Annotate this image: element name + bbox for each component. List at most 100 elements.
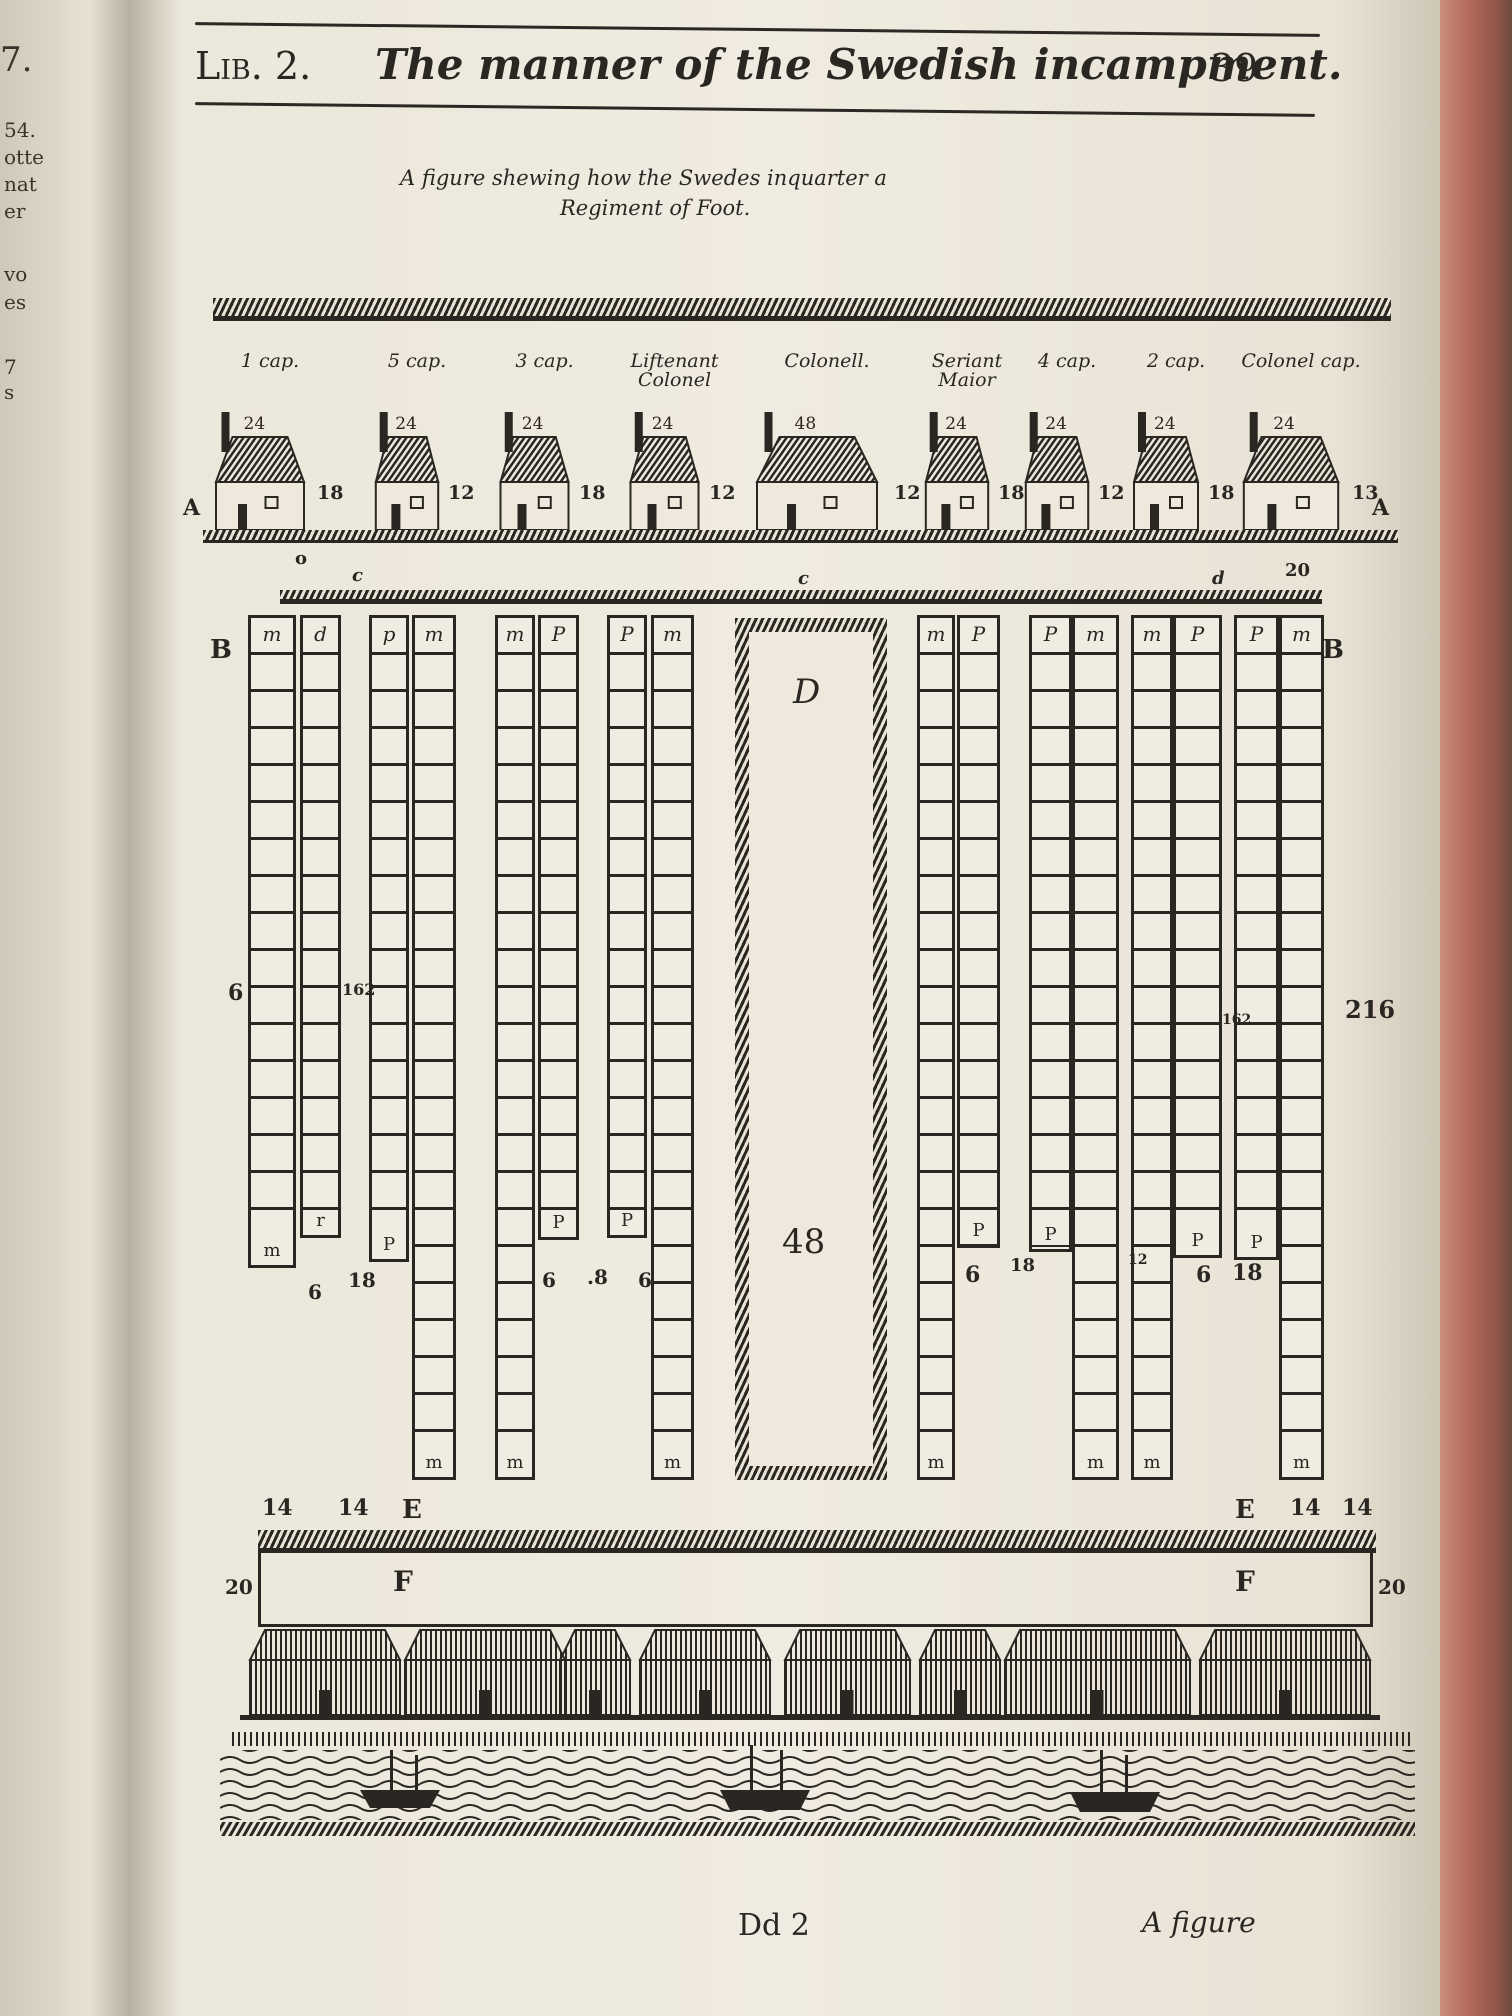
house-icon: [248, 1629, 402, 1716]
column-bottom-label: P: [960, 1220, 997, 1241]
side-number: 162: [1222, 1012, 1252, 1028]
column-bottom-label: P: [1176, 1230, 1219, 1251]
trench-top: [213, 298, 1391, 321]
gap-number: 12: [894, 482, 921, 504]
hut-column: m m: [495, 615, 535, 1480]
trench-bottom: [258, 1530, 1376, 1553]
column-bottom-label: P: [610, 1210, 644, 1231]
hut-column: m m: [1072, 615, 1119, 1480]
marker-e: E: [1235, 1495, 1255, 1525]
hut-column: m m: [651, 615, 694, 1480]
side-number: 6: [308, 1280, 322, 1304]
house-label: 4 cap.: [1037, 350, 1097, 372]
house-icon: [918, 1629, 1002, 1716]
column-top-label: m: [251, 622, 293, 646]
column-top-label: P: [1032, 622, 1069, 646]
column-bottom-label: m: [251, 1240, 293, 1261]
margin-text: s: [4, 380, 15, 404]
column-bottom-label: P: [541, 1212, 576, 1233]
officer-house: 4 cap. 24 12: [1018, 352, 1124, 532]
hut-column: m m: [412, 615, 456, 1480]
hut-column: P P: [1234, 615, 1279, 1260]
column-top-label: P: [1176, 622, 1219, 646]
hut-column: m m: [917, 615, 955, 1480]
house-capacity: 24: [1154, 414, 1176, 434]
gap-number: 18: [579, 482, 606, 504]
house-label: 1 cap.: [240, 350, 300, 372]
gap-number: 12: [448, 482, 475, 504]
page-number: 39: [1210, 46, 1259, 90]
officer-house: Liftenant Colonel 24 12: [622, 352, 735, 532]
house-icon: [1024, 412, 1090, 531]
house-icon: [924, 412, 990, 531]
column-top-label: P: [1237, 622, 1276, 646]
house-capacity: 24: [243, 414, 266, 434]
bottom-number: 14: [1342, 1495, 1373, 1521]
bottom-number: 14: [1290, 1495, 1321, 1521]
margin-text: 7.: [0, 40, 33, 80]
marker-f: F: [393, 1565, 413, 1598]
column-top-label: m: [920, 622, 952, 646]
hut-column: m m: [1279, 615, 1324, 1480]
margin-text: 54.: [4, 118, 36, 142]
column-top-label: m: [1075, 622, 1116, 646]
margin-text: nat: [4, 172, 37, 196]
house-icon: [558, 1629, 632, 1716]
facing-page: [0, 0, 128, 2016]
margin-text: otte: [4, 145, 44, 169]
column-bottom-label: m: [1282, 1452, 1321, 1473]
column-top-label: m: [415, 622, 453, 646]
ship-icon: [1070, 1750, 1160, 1812]
column-bottom-label: m: [498, 1452, 532, 1473]
column-top-label: P: [610, 622, 644, 646]
house-label: Seriant Maior: [931, 350, 1003, 391]
gap-number: 18: [1208, 482, 1235, 504]
ship-icon: [720, 1745, 810, 1810]
hut-column: P P: [538, 615, 579, 1240]
house-icon: [629, 412, 700, 531]
marker-c: c: [798, 568, 809, 589]
officer-house: Colonell. 48 12: [742, 352, 920, 532]
hut-column: p P: [369, 615, 409, 1262]
house-capacity: 24: [521, 414, 544, 434]
column-top-label: m: [1282, 622, 1321, 646]
marker-b: B: [210, 635, 232, 665]
trench-second: [280, 590, 1322, 604]
hut-column: P P: [1173, 615, 1222, 1258]
house-icon: [1003, 1629, 1192, 1716]
column-top-label: P: [541, 622, 576, 646]
marker-a: A: [183, 495, 201, 521]
sutlers-street: [258, 1553, 1373, 1627]
sutlers-houses-illustration: [240, 1629, 1380, 1720]
house-capacity: 24: [395, 414, 417, 434]
house-label: Liftenant Colonel: [630, 350, 719, 391]
side-number: 6: [542, 1268, 556, 1292]
house-label: Colonel cap.: [1241, 350, 1361, 372]
marker-o: o: [295, 548, 308, 569]
house-capacity: 24: [1273, 414, 1295, 434]
house-icon: [1132, 412, 1200, 531]
gap-number: 12: [709, 482, 736, 504]
marker-e: E: [402, 1495, 422, 1525]
gap-number: 13: [1352, 482, 1379, 504]
signature-mark: Dd 2: [738, 1908, 810, 1943]
house-label: Colonell.: [784, 350, 870, 372]
house-icon: [755, 412, 879, 531]
house-label: 3 cap.: [515, 350, 574, 372]
page-edges: [1440, 0, 1512, 2016]
ship-icon: [360, 1750, 440, 1808]
side-number: 6: [228, 980, 244, 1006]
column-bottom-label: m: [415, 1452, 453, 1473]
side-number: 18: [1232, 1260, 1263, 1286]
hut-column: m m: [248, 615, 296, 1268]
side-number: .8: [587, 1265, 608, 1289]
house-icon: [403, 1629, 567, 1716]
gap-number: 12: [1098, 482, 1125, 504]
marker-20: 20: [1285, 560, 1311, 581]
officer-house: 5 cap. 24 12: [368, 352, 474, 532]
marker-20: 20: [1378, 1575, 1406, 1599]
margin-text: vo: [4, 262, 28, 286]
house-icon: [1198, 1629, 1372, 1716]
house-capacity: 48: [794, 414, 817, 434]
margin-text: er: [4, 199, 26, 223]
